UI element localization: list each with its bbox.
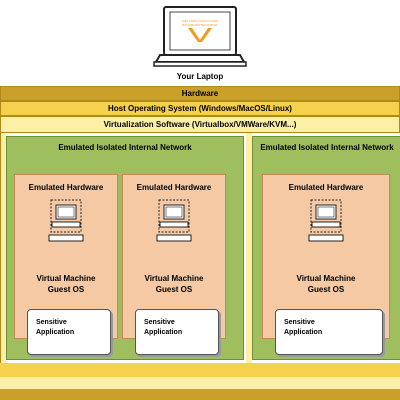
- laptop-label: Your Laptop: [176, 72, 224, 81]
- host-os-layer: Host Operating System (Windows/MacOS/Lin…: [0, 101, 400, 116]
- emulated-hardware-title: Emulated Hardware: [28, 183, 104, 192]
- network-title: Emulated Isolated Internal Network: [260, 143, 394, 152]
- emulated-hardware-title: Emulated Hardware: [136, 183, 212, 192]
- virtualization-frame-left: [0, 133, 6, 363]
- hardware-layer: Hardware: [0, 86, 400, 101]
- virtual-machine-2: Emulated Hardware Virtual Machine Guest …: [122, 174, 226, 355]
- virtual-machine-3: Emulated Hardware Virtual Machine Guest …: [262, 174, 390, 355]
- hardware-layer-bottom: [0, 389, 400, 400]
- computer-icon: [46, 199, 86, 243]
- computer-icon: [154, 199, 194, 243]
- application-label: Sensitive Application: [144, 319, 183, 336]
- vm-label: Virtual Machine Guest OS: [296, 274, 356, 294]
- sensitive-application-window: Sensitive Application: [275, 309, 383, 355]
- svg-text:WEYLAND-YUTANI CORP: WEYLAND-YUTANI CORP: [182, 19, 218, 23]
- virtualization-layer: Virtualization Software (Virtualbox/VMWa…: [0, 116, 400, 133]
- sensitive-application-window: Sensitive Application: [135, 309, 219, 355]
- virtualization-frame-middle: [246, 133, 252, 363]
- emulated-hardware-title: Emulated Hardware: [288, 183, 364, 192]
- vm-label: Virtual Machine Guest OS: [144, 274, 204, 294]
- virtual-machine-1: Emulated Hardware Virtual Machine Guest …: [14, 174, 118, 355]
- svg-text:BUILDING BETTER WORLDS: BUILDING BETTER WORLDS: [182, 23, 218, 27]
- computer-icon: [306, 199, 346, 243]
- application-label: Sensitive Application: [36, 319, 75, 336]
- application-label: Sensitive Application: [284, 319, 323, 336]
- sensitive-application-window: Sensitive Application: [27, 309, 111, 355]
- host-os-layer-bottom: [0, 363, 400, 377]
- virtualization-layer-bottom: [0, 377, 400, 389]
- network-title: Emulated Isolated Internal Network: [58, 143, 192, 152]
- company-logo: WEYLAND-YUTANI CORP BUILDING BETTER WORL…: [178, 18, 222, 42]
- laptop-icon: WEYLAND-YUTANI CORP BUILDING BETTER WORL…: [150, 2, 250, 80]
- vm-label: Virtual Machine Guest OS: [36, 274, 96, 294]
